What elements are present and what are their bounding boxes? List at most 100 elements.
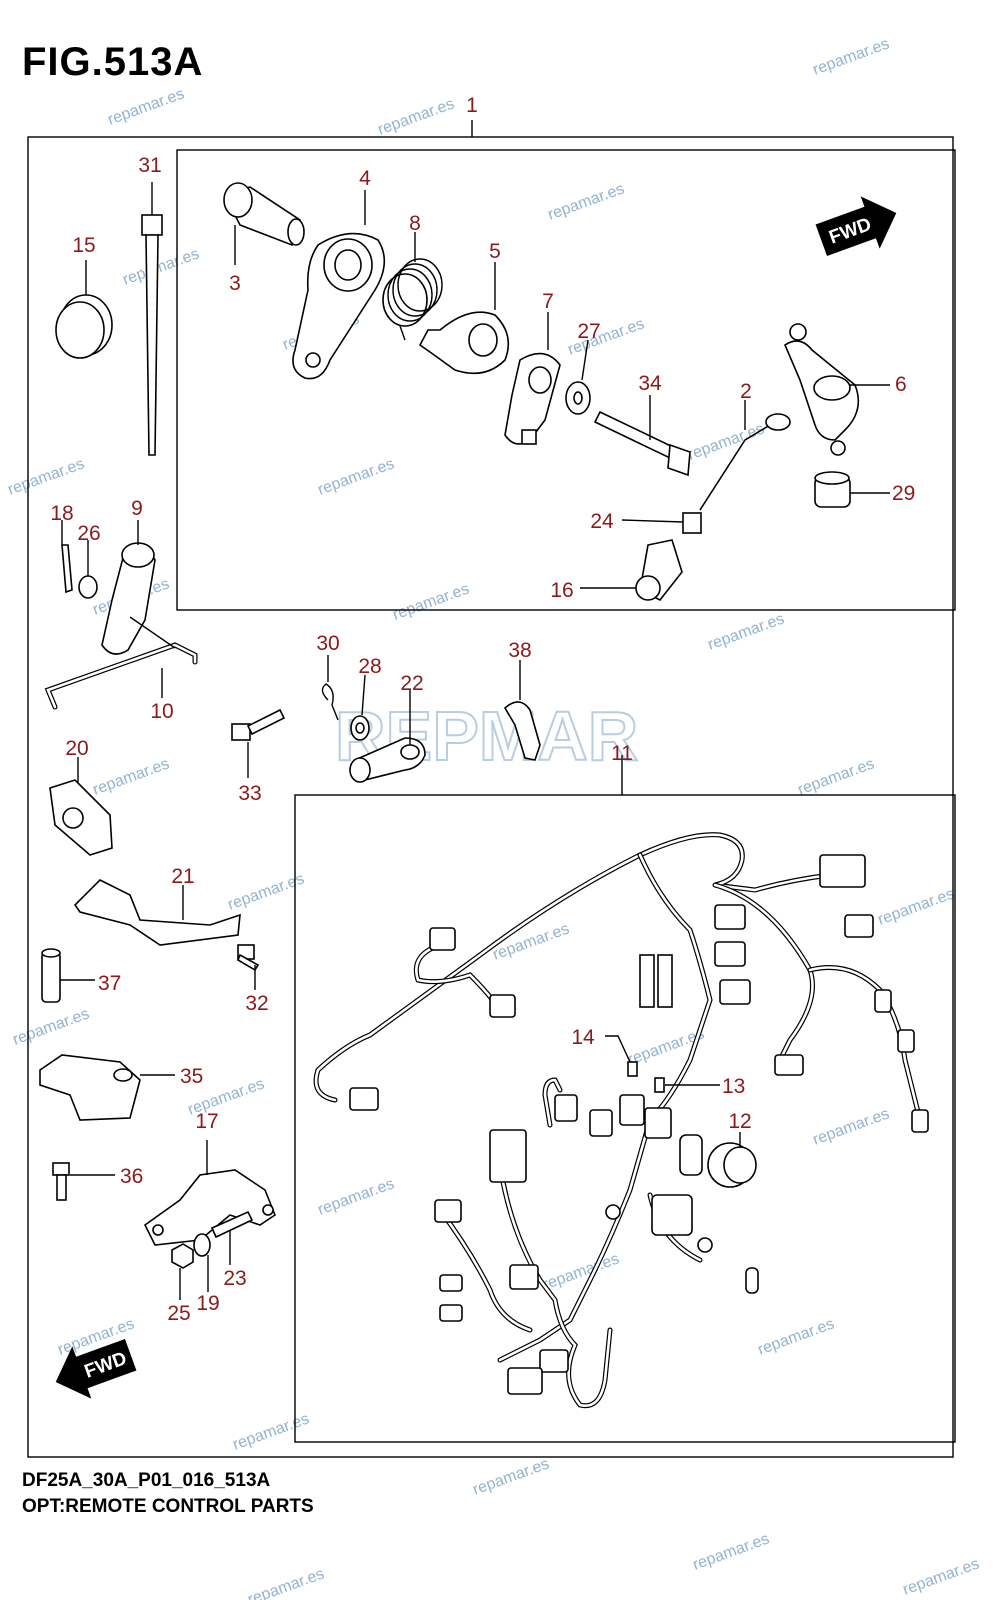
watermark: repamar.es <box>246 1565 327 1600</box>
watermark: repamar.es <box>231 1410 312 1453</box>
callout-5: 5 <box>489 240 501 263</box>
callout-8: 8 <box>409 212 421 235</box>
callout-33: 33 <box>238 782 261 805</box>
harness-connector <box>874 989 892 1013</box>
harness-connector <box>349 1087 379 1111</box>
callout-27: 27 <box>577 320 600 343</box>
part-3-sleeve <box>223 182 305 265</box>
callout-25: 25 <box>167 1302 190 1325</box>
watermark: repamar.es <box>391 580 472 623</box>
callout-14: 14 <box>571 1026 595 1049</box>
harness-connector <box>644 1107 672 1139</box>
fwd-arrow-icon: FWD <box>55 1339 137 1399</box>
part-27-washer <box>565 339 591 415</box>
callout-2: 2 <box>740 380 752 403</box>
part-22-arm <box>349 690 426 783</box>
fwd-arrow-icon: FWD <box>815 196 897 256</box>
part-21-bracket <box>73 879 241 946</box>
callout-15: 15 <box>72 234 95 257</box>
watermark: repamar.es <box>491 920 572 963</box>
callout-32: 32 <box>245 992 268 1015</box>
watermark: repamar.es <box>756 1315 837 1358</box>
outer-frame <box>27 136 954 1458</box>
part-15-grommet <box>55 260 113 359</box>
callout-7: 7 <box>542 290 554 313</box>
harness-group-frame <box>294 794 956 1443</box>
part-19-washer <box>193 1233 211 1292</box>
harness-connector <box>489 994 516 1018</box>
callout-34: 34 <box>638 372 662 395</box>
watermark: repamar.es <box>11 1005 92 1048</box>
harness-connector <box>719 979 751 1005</box>
harness-connector <box>509 1264 539 1290</box>
part-14-fuse <box>605 1035 638 1077</box>
part-30-clip <box>321 655 339 721</box>
harness-connector <box>639 954 655 1008</box>
watermark: repamar.es <box>541 1250 622 1293</box>
watermark: repamar.es <box>91 755 172 798</box>
watermark: repamar.es <box>686 420 767 463</box>
callout-29: 29 <box>892 482 915 505</box>
callout-26: 26 <box>77 522 100 545</box>
watermark: repamar.es <box>546 180 627 223</box>
part-4-lever <box>292 190 386 380</box>
part-2-rod <box>699 400 791 511</box>
figure-description: OPT:REMOTE CONTROL PARTS <box>22 1496 314 1517</box>
harness-connector <box>897 1029 915 1053</box>
part-31-cable-tie <box>141 182 163 456</box>
callout-38: 38 <box>508 639 531 662</box>
callout-36: 36 <box>120 1165 143 1188</box>
callout-12: 12 <box>728 1110 751 1133</box>
model-code: DF25A_30A_P01_016_513A <box>22 1470 271 1491</box>
upper-group-frame <box>176 149 956 611</box>
part-26-washer <box>78 540 98 599</box>
part-33-bolt <box>231 708 286 778</box>
watermark: repamar.es <box>706 610 787 653</box>
part-9-lever <box>101 520 156 655</box>
part-32-screw <box>237 944 260 990</box>
harness-connector <box>714 904 746 930</box>
callout-18: 18 <box>50 502 73 525</box>
watermark: repamar.es <box>811 1105 892 1148</box>
part-36-bolt <box>52 1162 115 1201</box>
harness-connector <box>844 914 874 938</box>
part-10-rod <box>44 616 198 710</box>
part-28-washer <box>350 674 370 741</box>
callout-19: 19 <box>196 1292 219 1315</box>
callout-10: 10 <box>150 700 173 723</box>
harness-connector <box>774 1054 804 1076</box>
part-16-joint <box>580 539 683 602</box>
callout-1: 1 <box>466 94 478 117</box>
callout-31: 31 <box>138 154 161 177</box>
part-38-clip <box>503 660 541 761</box>
callout-layer: 1 2 3 4 5 6 7 8 9 10 11 12 13 14 15 16 1… <box>50 94 915 1325</box>
callout-35: 35 <box>180 1065 203 1088</box>
part-13-fuse <box>654 1077 720 1093</box>
part-29-collar <box>814 471 890 508</box>
watermark: repamar.es <box>796 755 877 798</box>
callout-20: 20 <box>65 737 88 760</box>
callout-11: 11 <box>611 742 633 765</box>
part-5-cam <box>418 262 510 375</box>
callout-9: 9 <box>131 497 143 520</box>
callout-3: 3 <box>229 272 241 295</box>
harness-connector <box>745 1267 759 1294</box>
callout-22: 22 <box>400 672 423 695</box>
watermark: repamar.es <box>316 1175 397 1218</box>
watermark: repamar.es <box>316 455 397 498</box>
part-12-component <box>707 1132 757 1188</box>
harness-connector <box>619 1094 645 1126</box>
callout-17: 17 <box>195 1110 218 1133</box>
watermark: repamar.es <box>876 885 957 928</box>
part-34-bolt <box>593 395 691 477</box>
part-20-plate <box>49 757 113 856</box>
harness-connector <box>429 927 456 951</box>
harness-connector <box>819 854 866 888</box>
harness-connector <box>434 1199 462 1223</box>
part-17-bracket <box>143 1140 276 1246</box>
harness-connector <box>657 954 673 1008</box>
harness-connector <box>714 941 746 967</box>
part-8-spring <box>382 232 443 341</box>
callout-6: 6 <box>895 373 907 396</box>
part-18-cotter-pin <box>61 520 73 594</box>
